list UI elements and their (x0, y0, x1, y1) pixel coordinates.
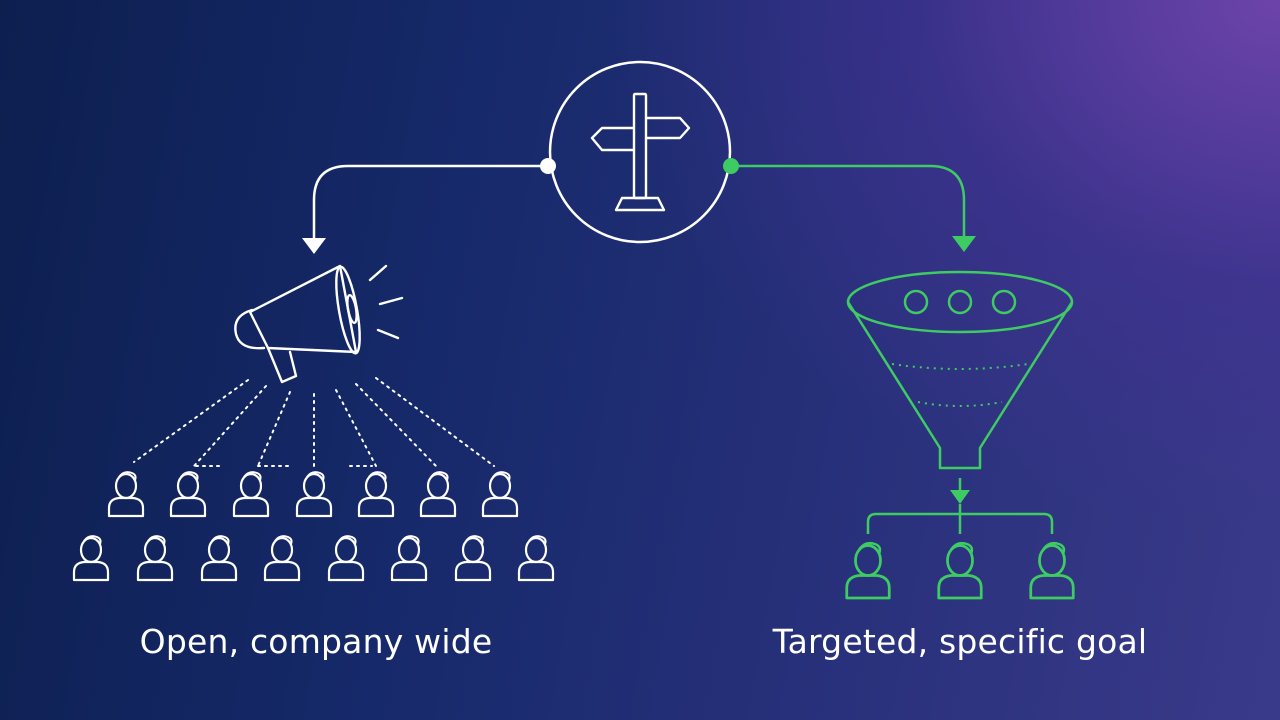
signpost-node (540, 60, 739, 244)
broadcast-dotted-lines (133, 377, 495, 467)
right-caption: Targeted, specific goal (772, 622, 1148, 661)
left-caption: Open, company wide (139, 622, 493, 661)
left-branch-arrow (302, 164, 548, 254)
megaphone-icon (234, 264, 404, 384)
right-connector-dot (723, 158, 739, 174)
funnel-icon (846, 270, 1074, 470)
signpost-icon (590, 92, 691, 212)
left-connector-dot (540, 158, 556, 174)
targeted-people (845, 541, 1075, 600)
left-crowd (72, 471, 555, 582)
right-branch-arrow (731, 164, 976, 252)
funnel-output-tree (866, 478, 1054, 534)
